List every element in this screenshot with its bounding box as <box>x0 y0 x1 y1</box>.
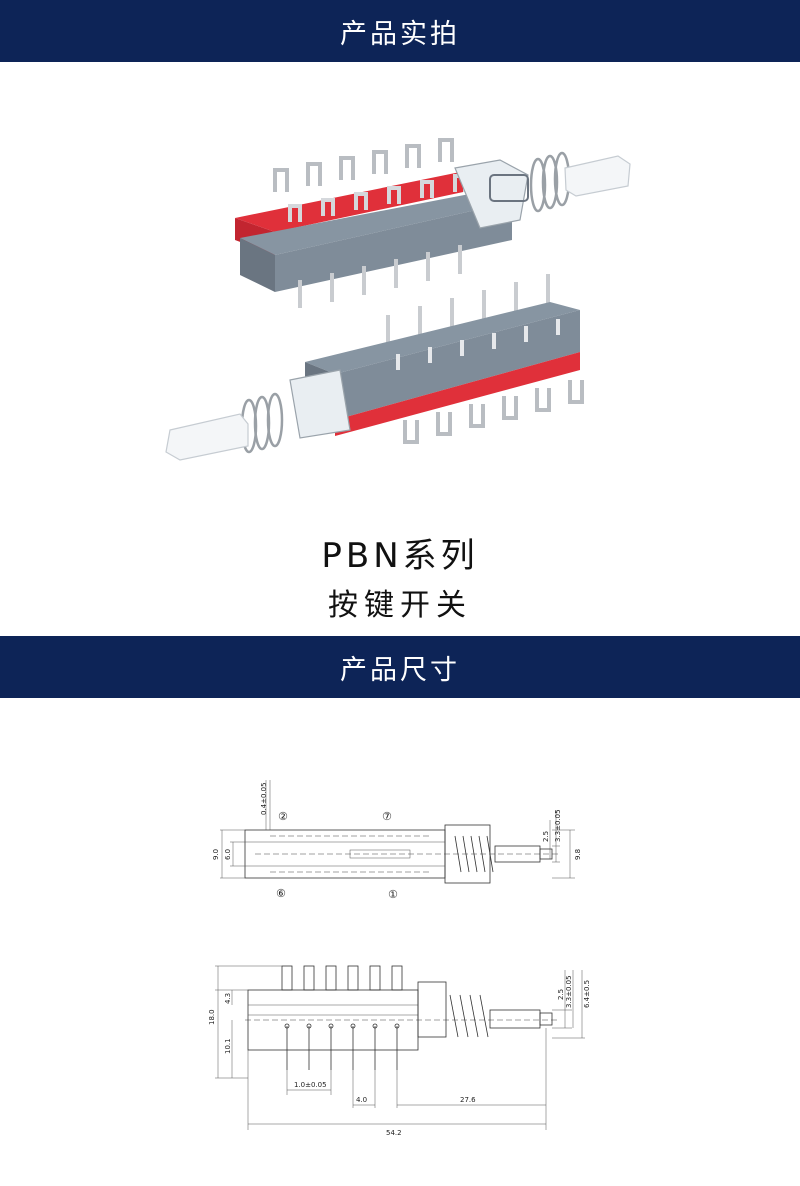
switch-upper <box>235 138 631 308</box>
section-banner-photo: 产品实拍 <box>0 0 800 62</box>
section-title-photo: 产品实拍 <box>340 18 460 50</box>
marker-7: ⑦ <box>382 810 392 823</box>
dim-total-length: 54.2 <box>386 1129 402 1137</box>
dim-height-total: 18.0 <box>208 1009 216 1025</box>
section-title-dimensions: 产品尺寸 <box>340 654 460 686</box>
dim-height-inner: 6.0 <box>224 849 232 860</box>
dim-pitch: 1.0±0.05 <box>294 1081 327 1089</box>
product-photo <box>165 138 631 461</box>
dim-pin-tolerance: 0.4±0.05 <box>260 782 268 815</box>
dim-gap: 4.0 <box>356 1096 367 1104</box>
dim-side-stem-c: 6.4±0.5 <box>583 980 591 1008</box>
dim-stroke-length: 27.6 <box>460 1096 476 1104</box>
marker-1: ① <box>388 888 398 901</box>
marker-6: ⑥ <box>276 887 286 900</box>
dim-stem-b: 3.3±0.05 <box>554 809 562 842</box>
switch-lower <box>165 274 584 461</box>
product-subtitle: 按键开关 <box>328 588 472 623</box>
product-series-title: PBN系列 <box>321 536 479 576</box>
drawing-side-view: 18.0 4.3 10.1 1.0±0.05 4.0 27.6 54.2 2.5… <box>208 965 591 1137</box>
marker-2: ② <box>278 810 288 823</box>
dim-side-stem-a: 2.5 <box>557 989 565 1000</box>
drawing-top-view: 0.4±0.05 ② ⑦ ⑥ ① 9.0 6.0 2.5 3.3±0.05 9.… <box>212 780 582 901</box>
section-banner-dimensions: 产品尺寸 <box>0 636 800 698</box>
dim-height-outer: 9.0 <box>212 849 220 860</box>
dim-stem-height: 9.8 <box>574 849 582 860</box>
dim-height-bottom: 10.1 <box>224 1038 232 1054</box>
dim-stem-a: 2.5 <box>542 831 550 842</box>
dim-height-top: 4.3 <box>224 993 232 1004</box>
dim-side-stem-b: 3.3±0.05 <box>565 975 573 1008</box>
